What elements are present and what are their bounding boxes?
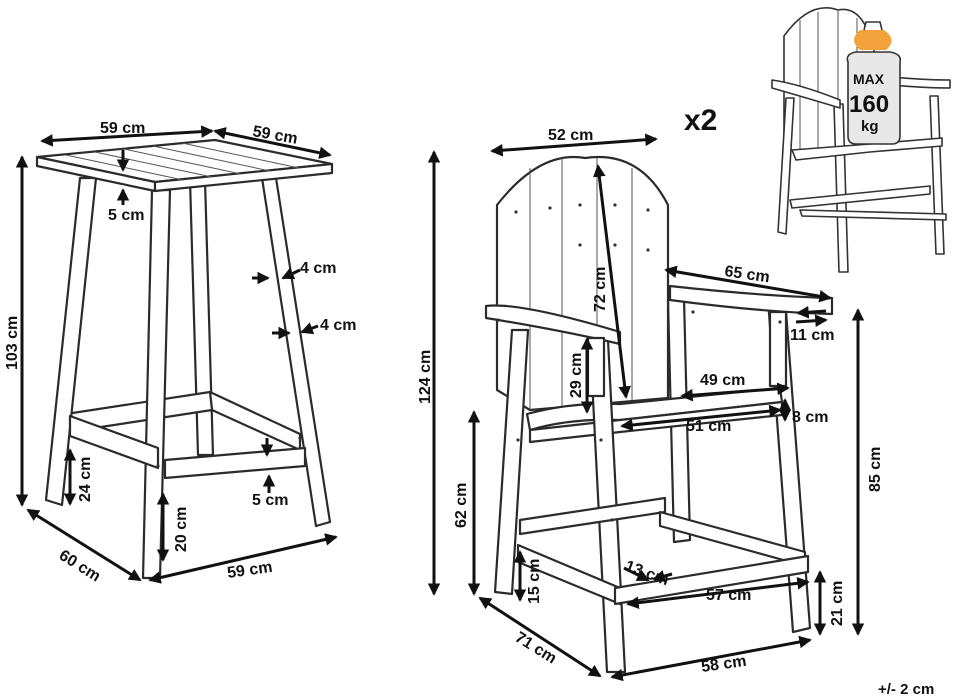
chair-arm-width-label: 11 cm <box>790 327 834 344</box>
chair-arm-to-seat-label: 29 cm <box>568 353 585 398</box>
mini-chair-load-illustration: MAX 160 kg <box>771 7 951 273</box>
table-top-thickness-label: 5 cm <box>108 207 144 224</box>
chair-seat-height-label: 62 cm <box>453 483 470 528</box>
chair-seat-width-label: 51 cm <box>686 418 731 435</box>
table-dimension-lines <box>15 125 338 584</box>
chair-foot-gap-label: 21 cm <box>829 581 846 626</box>
chair-seat-thickness-label: 8 cm <box>792 409 828 426</box>
bar-table-drawing <box>35 138 334 580</box>
chair-base-width-label: 58 cm <box>700 653 747 676</box>
table-foot-gap-label: 20 cm <box>173 507 190 552</box>
max-load-value: 160 <box>849 91 889 118</box>
table-leg-width-b-label: 4 cm <box>320 317 356 334</box>
table-height-label: 103 cm <box>4 316 21 370</box>
max-load-unit: kg <box>861 118 879 135</box>
chair-height-label: 124 cm <box>417 350 434 404</box>
table-depth-top-label: 59 cm <box>251 123 299 148</box>
chair-dimension-lines <box>427 133 865 682</box>
chair-arm-height-label: 85 cm <box>867 447 884 492</box>
table-base-width-label: 59 cm <box>226 559 273 582</box>
chair-footrest-width-label: 57 cm <box>706 587 751 604</box>
chair-arm-length-label: 65 cm <box>723 263 770 286</box>
chair-seat-depth-label: 49 cm <box>700 372 745 389</box>
tolerance-label: +/- 2 cm <box>878 681 934 698</box>
chair-back-height-label: 72 cm <box>592 267 609 312</box>
table-rail-height-label: 24 cm <box>77 457 94 502</box>
max-load-line1: MAX <box>853 71 885 87</box>
table-rail-thickness-label: 5 cm <box>252 492 288 509</box>
chair-back-width-label: 52 cm <box>548 127 593 144</box>
quantity-label: x2 <box>684 104 717 137</box>
table-leg-width-a-label: 4 cm <box>300 260 336 277</box>
chair-footrest-height-label: 15 cm <box>526 559 543 604</box>
table-width-top-label: 59 cm <box>100 120 145 137</box>
